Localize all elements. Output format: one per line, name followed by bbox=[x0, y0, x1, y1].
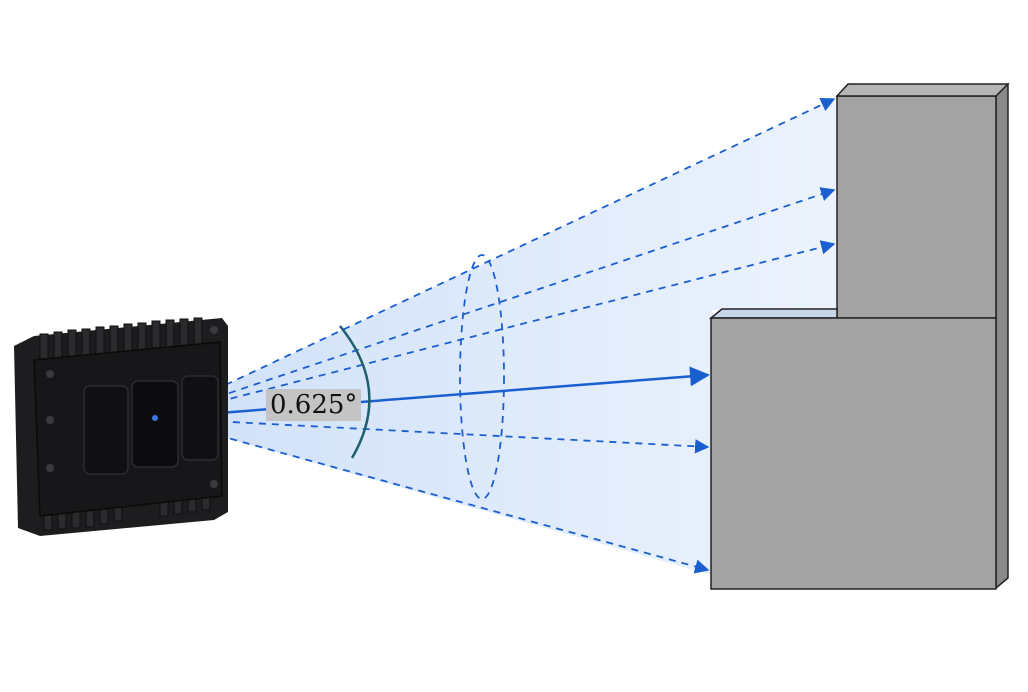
beam-cone bbox=[155, 98, 836, 575]
beam-rays bbox=[154, 97, 836, 574]
ray-2 bbox=[154, 187, 836, 419]
ray-bottom bbox=[154, 417, 710, 574]
beam-angle-label: 0.625° bbox=[266, 389, 362, 421]
ray-center bbox=[154, 366, 710, 420]
beam-cone-ellipse bbox=[459, 254, 505, 500]
angle-arc bbox=[339, 325, 371, 459]
ray-5 bbox=[154, 417, 710, 454]
sensor-device bbox=[14, 317, 228, 536]
ray-top bbox=[154, 97, 836, 419]
target-block bbox=[708, 82, 1010, 590]
